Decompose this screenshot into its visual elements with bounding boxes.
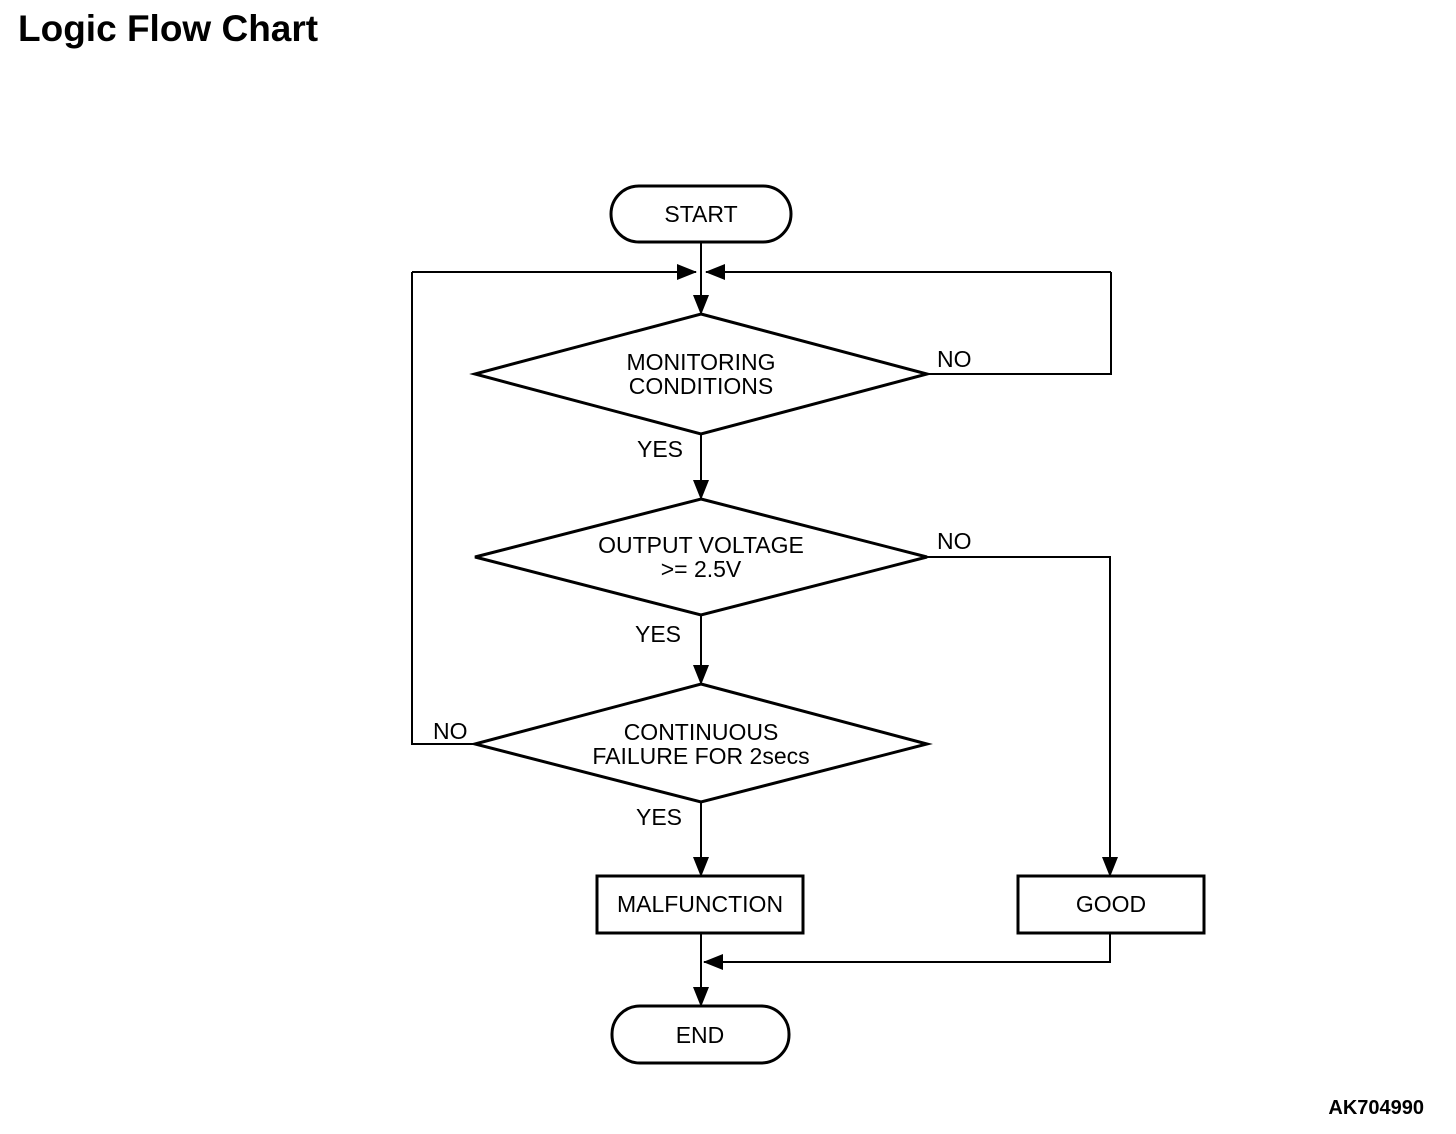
decision-continuous-failure: CONTINUOUS FAILURE FOR 2secs NO YES — [433, 682, 933, 830]
connector-decision2-no — [927, 556, 1118, 877]
decision-output-voltage-line2: >= 2.5V — [661, 556, 742, 582]
connectors — [411, 242, 1118, 1007]
decision-continuous-failure-line2: FAILURE FOR 2secs — [592, 743, 809, 769]
good-node: GOOD — [1016, 874, 1206, 935]
end-node: END — [610, 1004, 791, 1065]
decision-continuous-failure-shape — [469, 682, 933, 804]
malfunction-node-label: MALFUNCTION — [617, 891, 783, 917]
good-node-shape — [1016, 874, 1206, 935]
decision-monitoring-line2: CONDITIONS — [629, 373, 773, 399]
decision-continuous-failure-line1: CONTINUOUS — [624, 719, 779, 745]
decision-output-voltage-line1: OUTPUT VOLTAGE — [598, 532, 804, 558]
connector-good-to-join — [703, 933, 1111, 970]
decision-output-voltage-yes-label: YES — [635, 621, 681, 647]
page-title: Logic Flow Chart — [18, 8, 319, 49]
good-node-label: GOOD — [1076, 891, 1146, 917]
decision-monitoring-shape — [469, 312, 933, 436]
connector-decision3-no-loop — [411, 272, 475, 745]
connector-decision1-no — [927, 272, 1112, 375]
decision-output-voltage-shape — [474, 497, 928, 617]
start-node-label: START — [664, 201, 737, 227]
figure-code: AK704990 — [1328, 1097, 1424, 1119]
decision-continuous-failure-no-label: NO — [433, 718, 468, 744]
end-node-label: END — [676, 1022, 725, 1048]
decision-output-voltage-no-label: NO — [937, 528, 972, 554]
decision-monitoring-yes-label: YES — [637, 436, 683, 462]
decision-monitoring-line1: MONITORING — [626, 349, 775, 375]
end-node-shape — [610, 1004, 791, 1065]
start-node: START — [609, 184, 793, 244]
malfunction-node-shape — [595, 874, 805, 935]
decision-monitoring-no-label: NO — [937, 346, 972, 372]
decision-output-voltage: OUTPUT VOLTAGE >= 2.5V NO YES — [474, 497, 972, 647]
start-node-shape — [609, 184, 793, 244]
decision-monitoring-conditions: MONITORING CONDITIONS NO YES — [469, 312, 972, 462]
decision-continuous-failure-yes-label: YES — [636, 804, 682, 830]
malfunction-node: MALFUNCTION — [595, 874, 805, 935]
